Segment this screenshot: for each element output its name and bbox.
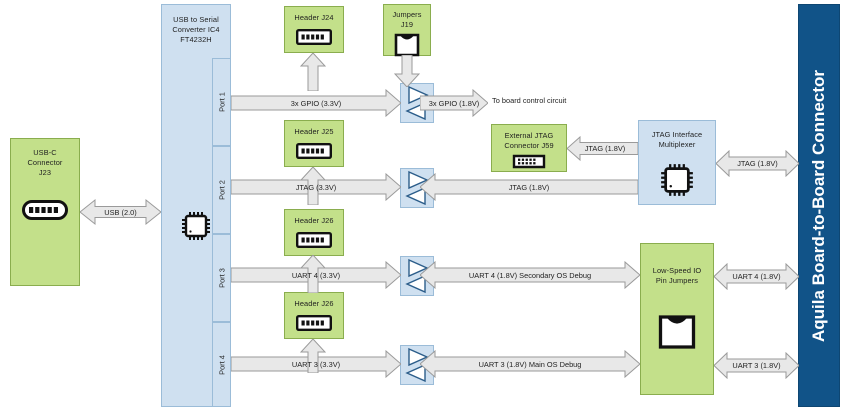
arrow-uart4-1v8-b2b-label: UART 4 (1.8V) (732, 272, 781, 281)
arrow-header-j26-upper (299, 254, 327, 294)
arrow-usb-2-0-label: USB (2.0) (104, 207, 137, 217)
jtag-interface-multiplexer-line2: Multiplexer (658, 140, 696, 149)
jumpers-j19-line2: J19 (400, 20, 414, 29)
jumpers-j19-block: Jumpers J19 (383, 4, 431, 57)
arrow-gpio-3v3: 3x GPIO (3.3V) (231, 89, 401, 117)
arrow-uart3-3v3-label: UART 3 (3.3V) (291, 359, 341, 369)
arrow-gpio-1v8-label: 3x GPIO (1.8V) (428, 98, 480, 108)
usb-serial-converter-line3: FT4232H (180, 35, 212, 44)
header-j26-upper-block: Header J26 (284, 209, 344, 256)
external-jtag-connector-line1: External JTAG (504, 131, 554, 140)
external-jtag-connector-line2: Connector J59 (504, 141, 554, 150)
aquila-board-to-board-connector-block: Aquila Board-to-Board Connector (798, 4, 840, 407)
converter-port-1: Port 1 (212, 58, 231, 146)
arrow-uart3-3v3: UART 3 (3.3V) (231, 350, 401, 378)
header-j24-block: Header J24 (284, 6, 344, 53)
ic-chip-icon (181, 211, 211, 246)
jumper-cap-icon (657, 314, 697, 355)
arrow-jtag-3v3: JTAG (3.3V) (231, 173, 401, 201)
header-j26-upper-label: Header J26 (294, 216, 334, 225)
arrow-uart3-1v8-debug: UART 3 (1.8V) Main OS Debug (420, 350, 640, 378)
converter-port-4: Port 4 (212, 322, 231, 407)
jtag-connector-icon (512, 154, 546, 174)
low-speed-io-pin-jumpers-block: Low-Speed IO Pin Jumpers (640, 243, 714, 395)
pin-header-icon (296, 29, 332, 50)
pin-header-icon (296, 232, 332, 253)
arrow-header-j26-lower (299, 338, 327, 374)
arrow-jtag-1v8-mux: JTAG (1.8V) (420, 173, 638, 201)
converter-port-1-label: Port 1 (217, 92, 226, 112)
arrow-jumpers-j19 (393, 54, 421, 88)
usb-c-connector-line2: Connector (27, 158, 63, 167)
arrow-header-j24 (299, 52, 327, 92)
converter-port-2: Port 2 (212, 146, 231, 234)
usb-c-connector-line1: USB-C (33, 148, 57, 157)
arrow-uart4-3v3: UART 4 (3.3V) (231, 261, 401, 289)
arrow-uart4-1v8-debug-label: UART 4 (1.8V) Secondary OS Debug (468, 270, 592, 280)
arrow-jtag-3v3-label: JTAG (3.3V) (295, 182, 337, 192)
usb-serial-converter-line1: USB to Serial (173, 15, 219, 24)
converter-port-3-label: Port 3 (217, 268, 226, 288)
converter-port-4-label: Port 4 (217, 354, 226, 375)
arrow-uart4-1v8-debug: UART 4 (1.8V) Secondary OS Debug (420, 261, 640, 289)
usb-serial-converter-line2: Converter IC4 (172, 25, 220, 34)
jumpers-j19-line1: Jumpers (392, 10, 422, 19)
arrow-uart4-3v3-label: UART 4 (3.3V) (291, 270, 341, 280)
aquila-board-to-board-connector-label: Aquila Board-to-Board Connector (809, 69, 828, 342)
to-board-control-circuit-text: To board control circuit (492, 96, 567, 105)
level-shifter-2 (400, 168, 434, 208)
header-j24-label: Header J24 (294, 13, 334, 22)
arrow-jtag-1v8-external-label: JTAG (1.8V) (584, 144, 626, 153)
arrow-jtag-1v8-mux-label: JTAG (1.8V) (508, 182, 550, 192)
arrow-jtag-1v8-b2b: JTAG (1.8V) (716, 150, 799, 177)
pin-header-icon (296, 315, 332, 336)
converter-port-2-label: Port 2 (217, 180, 226, 200)
header-j26-lower-label: Header J26 (294, 299, 334, 308)
jumper-cap-icon (394, 33, 420, 62)
arrow-gpio-1v8: 3x GPIO (1.8V) (420, 89, 488, 117)
jtag-interface-multiplexer-line1: JTAG Interface (651, 130, 703, 139)
external-jtag-connector-block: External JTAG Connector J59 (491, 124, 567, 172)
arrow-usb-2-0: USB (2.0) (80, 198, 161, 226)
arrow-uart3-1v8-b2b-label: UART 3 (1.8V) (732, 361, 781, 370)
usb-c-port-icon (22, 200, 68, 225)
jtag-interface-multiplexer-block: JTAG Interface Multiplexer (638, 120, 716, 205)
arrow-gpio-3v3-label: 3x GPIO (3.3V) (290, 98, 342, 108)
converter-port-3: Port 3 (212, 234, 231, 322)
low-speed-io-pin-jumpers-line2: Pin Jumpers (655, 276, 699, 285)
arrow-header-j25 (299, 166, 327, 206)
usb-c-connector-block: USB-C Connector J23 (10, 138, 80, 286)
header-j25-label: Header J25 (294, 127, 334, 136)
pin-header-icon (296, 143, 332, 164)
arrow-uart3-1v8-debug-label: UART 3 (1.8V) Main OS Debug (478, 359, 582, 369)
low-speed-io-pin-jumpers-line1: Low-Speed IO (652, 266, 702, 275)
ic-chip-icon (660, 163, 694, 202)
arrow-uart3-1v8-b2b: UART 3 (1.8V) (714, 352, 799, 379)
usb-c-connector-line3: J23 (38, 168, 52, 177)
arrow-jtag-1v8-b2b-label: JTAG (1.8V) (737, 159, 778, 168)
arrow-jtag-1v8-external: JTAG (1.8V) (567, 136, 638, 161)
arrow-uart4-1v8-b2b: UART 4 (1.8V) (714, 263, 799, 290)
header-j25-block: Header J25 (284, 120, 344, 167)
header-j26-lower-block: Header J26 (284, 292, 344, 339)
